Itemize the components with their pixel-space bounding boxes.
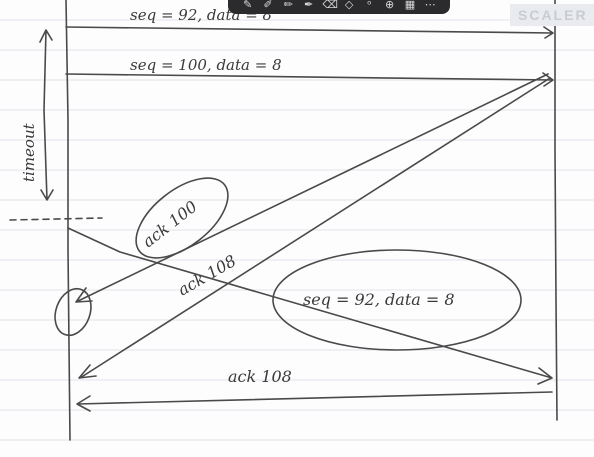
message-seq92-arrow bbox=[65, 26, 554, 39]
ack-100-arrival-circle bbox=[54, 287, 92, 337]
eraser-icon[interactable]: ⌫ bbox=[322, 0, 338, 11]
bottom-ack-108-arrow bbox=[76, 391, 553, 412]
more-icon[interactable]: ⋯ bbox=[424, 0, 436, 11]
lasso-icon[interactable]: ᵒ bbox=[367, 0, 372, 11]
highlighter-icon[interactable]: ✒ bbox=[303, 0, 314, 11]
ack-100-circle bbox=[135, 177, 229, 259]
ruled-lines bbox=[0, 19, 594, 441]
color-picker-icon[interactable]: ⊕ bbox=[385, 0, 395, 11]
timeout-label: timeout bbox=[20, 122, 38, 182]
retransmit-circle bbox=[272, 249, 522, 351]
shapes-icon[interactable]: ◇ bbox=[344, 0, 354, 11]
sender-timeline bbox=[65, 0, 71, 441]
ack-100-label: ack 100 bbox=[139, 197, 201, 251]
ack-108-arrow bbox=[78, 77, 551, 379]
ruler-icon[interactable]: ▦ bbox=[404, 0, 416, 11]
receiver-timeline bbox=[554, 0, 558, 421]
pen-icon[interactable]: ✎ bbox=[243, 0, 253, 11]
bottom-ack-108-label: ack 108 bbox=[228, 367, 292, 386]
message-seq100-label: seq = 100, data = 8 bbox=[130, 56, 282, 74]
ack-100-arrow bbox=[75, 73, 549, 303]
retransmit-seq92-arrow bbox=[67, 227, 553, 385]
timeout-dashed-marker bbox=[9, 217, 103, 221]
ack-108-label: ack 108 bbox=[175, 251, 240, 299]
drawing-toolbar: ✎ ✐ ✏ ✒ ⌫ ◇ ᵒ ⊕ ▦ ⋯ bbox=[228, 0, 450, 14]
retransmit-label: seq = 92, data = 8 bbox=[303, 290, 455, 309]
brush-icon[interactable]: ✏ bbox=[283, 0, 293, 11]
scaler-watermark: SCALER bbox=[510, 4, 594, 26]
timeout-arrow bbox=[39, 29, 54, 201]
marker-icon[interactable]: ✐ bbox=[263, 0, 273, 11]
